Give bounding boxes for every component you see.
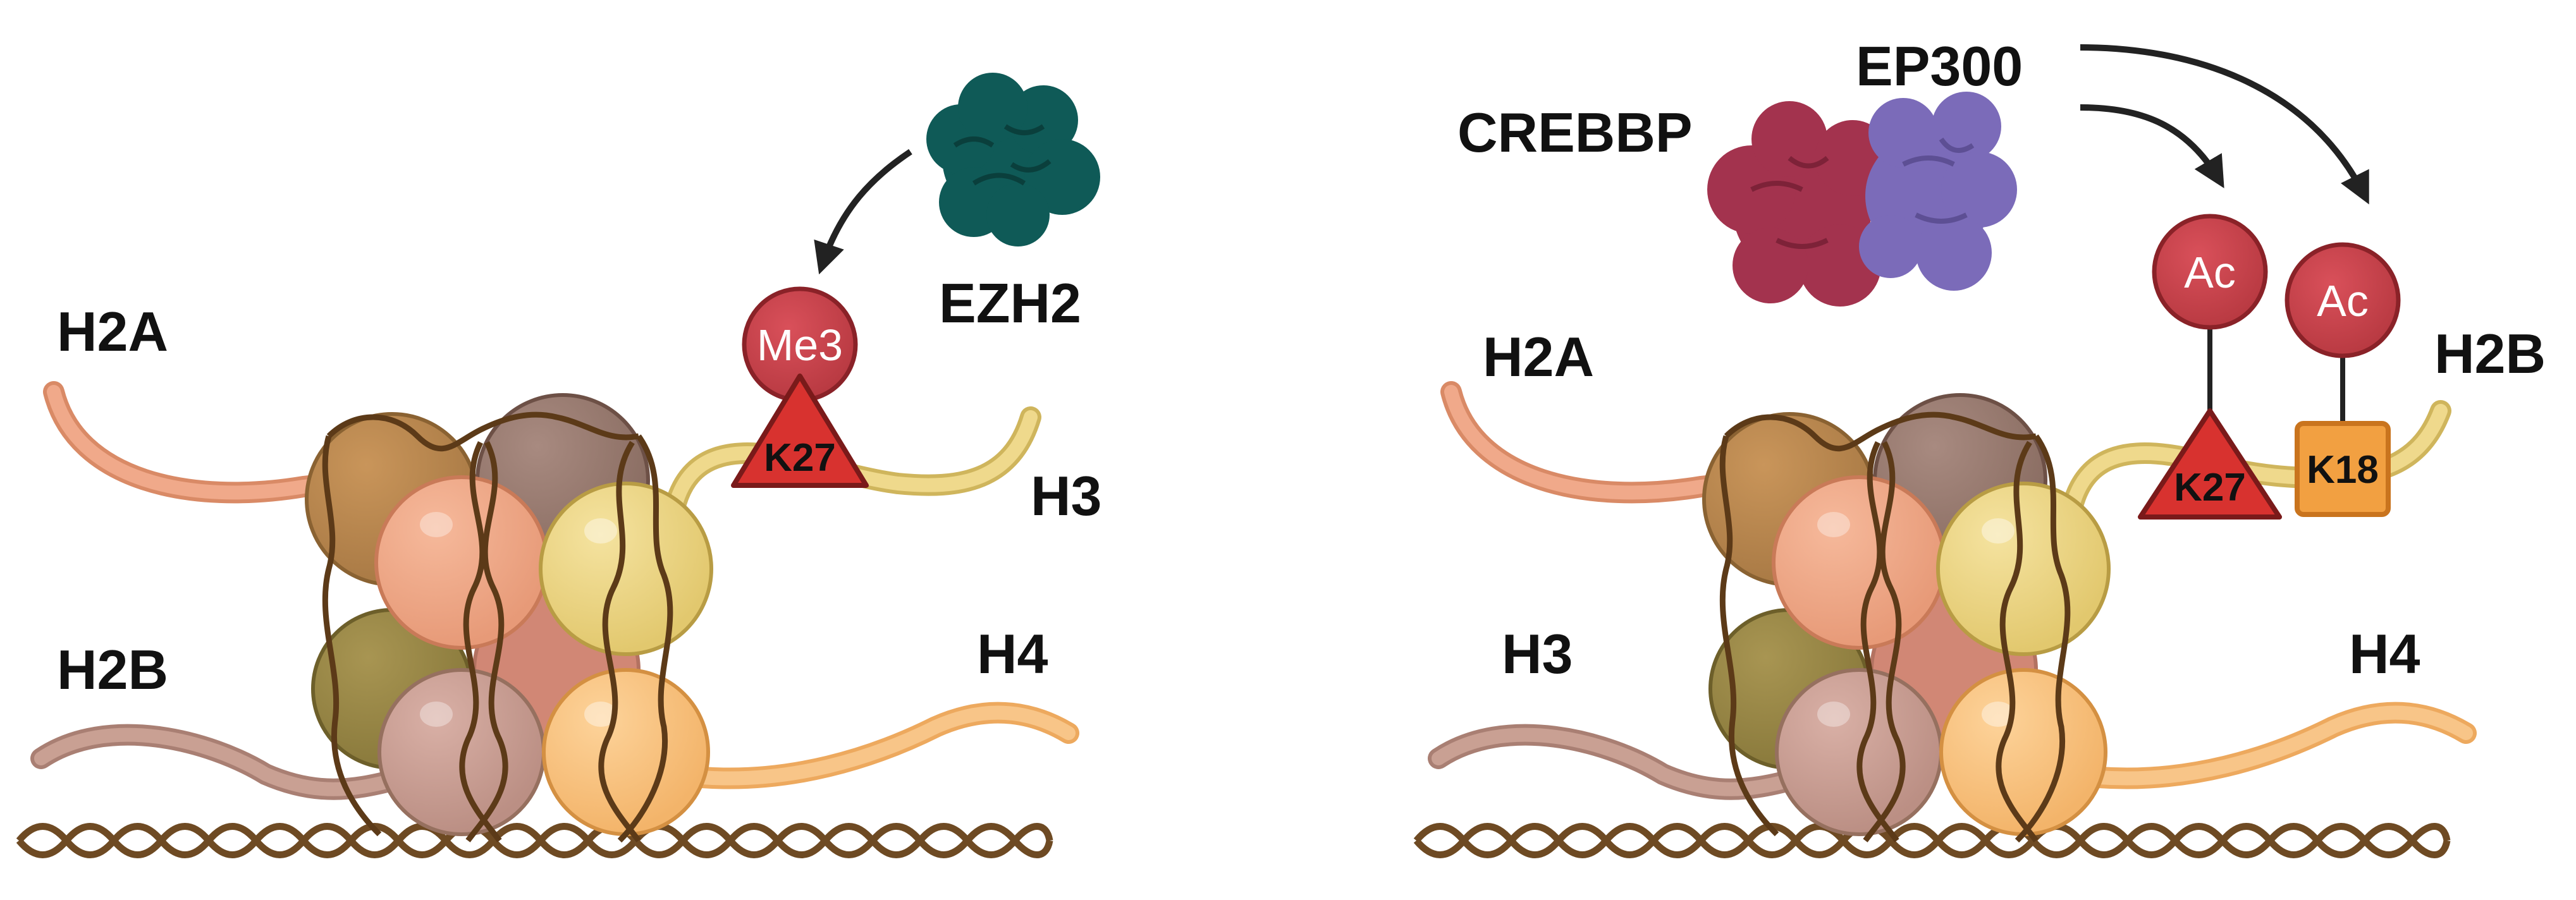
ep300-protein <box>1859 92 2017 291</box>
ac-label-k18: Ac <box>2317 276 2369 325</box>
ezh2-protein <box>926 73 1100 246</box>
label-crebbp: CREBBP <box>1457 101 1693 164</box>
ac-circle-k18 <box>2285 242 2401 358</box>
dna-strand-bottom-right <box>1413 823 2451 858</box>
k27-label: K27 <box>764 436 836 480</box>
ac-circle-k27 <box>2152 214 2268 330</box>
h4-tail-fill <box>695 705 1076 786</box>
left-panel: Me3 K27 EZH2 H2A H2B H3 H4 <box>16 73 1102 858</box>
k18-square <box>2295 421 2391 517</box>
label-ep300: EP300 <box>1856 35 2023 97</box>
label-ezh2: EZH2 <box>939 272 1081 334</box>
h2b-tail-fill <box>34 727 399 796</box>
ep300-arrow-k27 <box>2080 104 2224 188</box>
right-panel: Ac Ac K27 K18 CREBBP EP300 H2A H3 H4 H2B <box>1413 35 2546 858</box>
label-h2a-left: H2A <box>57 300 168 363</box>
dna-wrap-left <box>322 411 673 843</box>
h4-tail-right-fill <box>2092 705 2473 786</box>
k18-label: K18 <box>2307 448 2379 492</box>
label-h2a-right: H2A <box>1483 325 1594 388</box>
dna-wrap-right <box>1719 411 2071 843</box>
dna-strand-bottom <box>16 823 1053 858</box>
k27-triangle <box>731 374 869 488</box>
crebbp-protein <box>1707 101 1891 307</box>
k27-label-right: K27 <box>2174 466 2246 509</box>
k27-triangle-right <box>2138 408 2282 520</box>
me3-label: Me3 <box>757 320 843 370</box>
ep300-arrow-k18 <box>2080 44 2369 205</box>
label-h3-left: H3 <box>1031 465 1102 527</box>
label-h4-right: H4 <box>2349 623 2420 685</box>
ezh2-arrow <box>814 149 912 275</box>
h3-tail-right-fill <box>1432 727 1796 796</box>
label-h2b-left: H2B <box>57 638 168 701</box>
label-h4-left: H4 <box>977 623 1048 685</box>
label-h3-right: H3 <box>1502 623 1573 685</box>
label-h2b-right: H2B <box>2434 322 2546 385</box>
ac-label-k27: Ac <box>2184 248 2236 297</box>
